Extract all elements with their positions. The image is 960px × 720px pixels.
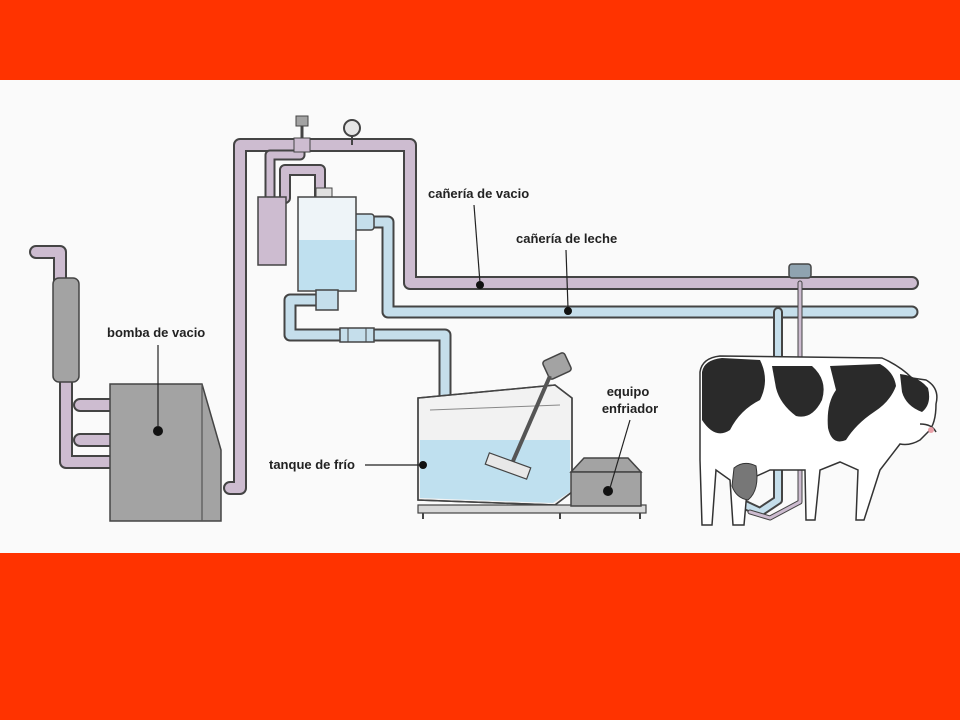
svg-text:tanque de frío: tanque de frío [269, 457, 355, 472]
cooling-equipment [569, 457, 643, 507]
label-vacuum-pipe: cañería de vacio [428, 186, 529, 289]
pump-exhaust-link [59, 375, 119, 469]
milking-system-diagram: bomba de vacio cañería de vacio cañería … [29, 115, 938, 526]
svg-text:bomba de vacio: bomba de vacio [107, 325, 205, 340]
pulsator [788, 263, 812, 279]
vacuum-pump [52, 277, 222, 522]
tank-agitator [484, 352, 572, 480]
svg-text:cañería de leche: cañería de leche [516, 231, 617, 246]
top-red-band [0, 0, 960, 80]
svg-text:cañería de vacio: cañería de vacio [428, 186, 529, 201]
milk-pipe-main [353, 215, 919, 319]
sanitary-trap [257, 196, 287, 266]
vacuum-gauge [343, 119, 361, 145]
label-vacuum-pump: bomba de vacio [107, 325, 205, 427]
label-cooling-equipment: equipo enfriador [602, 384, 658, 489]
svg-text:enfriador: enfriador [602, 401, 658, 416]
vacuum-pump-marker [153, 426, 163, 436]
cooling-tank-base [417, 504, 647, 514]
milk-pipe-coupling [339, 327, 375, 343]
vacuum-pipe-receiver-link [279, 164, 326, 204]
cooling-equipment-marker [603, 486, 613, 496]
vacuum-regulator [293, 115, 311, 153]
svg-text:equipo: equipo [607, 384, 650, 399]
label-cooling-tank: tanque de frío [269, 457, 427, 472]
exhaust-muffler [52, 277, 80, 383]
bottom-red-band [0, 553, 960, 720]
milk-receiver [297, 187, 357, 311]
cow-illustration [699, 355, 938, 526]
label-milk-pipe: cañería de leche [516, 231, 617, 315]
vacuum-pipe-network [29, 138, 919, 495]
